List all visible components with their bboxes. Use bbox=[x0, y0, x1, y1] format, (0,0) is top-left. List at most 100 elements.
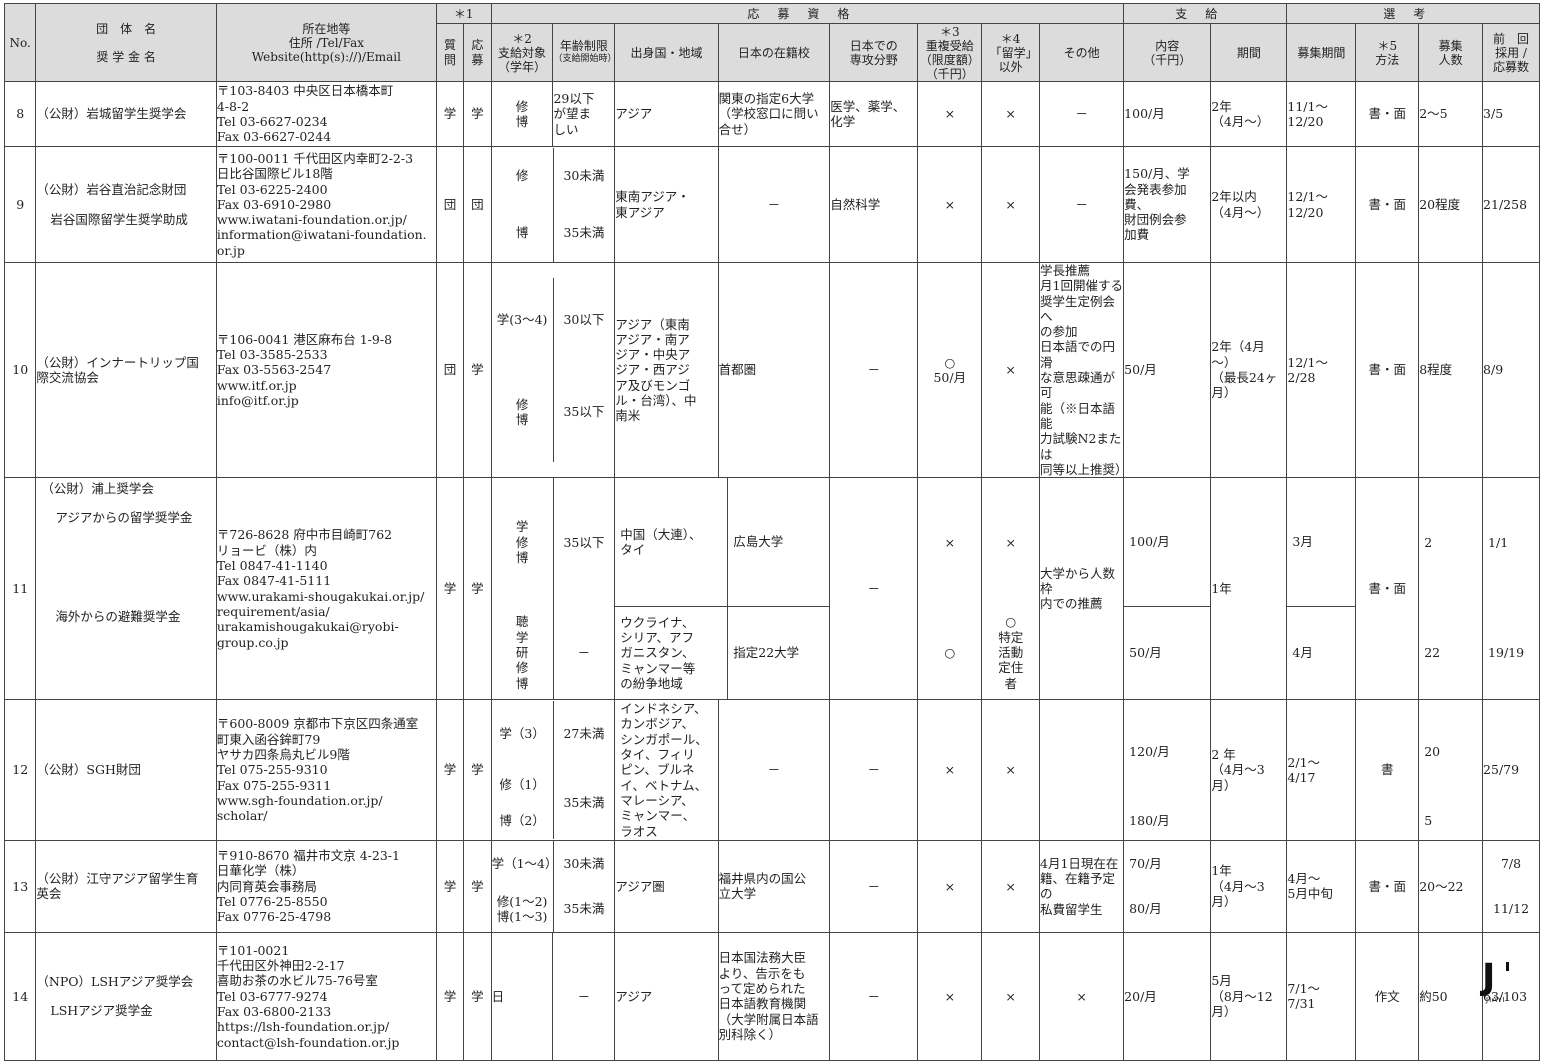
method-cell: 書・面 bbox=[1355, 477, 1420, 701]
amount-table: 100/月 50/月 bbox=[1124, 479, 1210, 699]
apply-cell: 学 bbox=[463, 699, 492, 841]
header-major: 日本での専攻分野 bbox=[829, 23, 919, 82]
amount-cell: 50/月 bbox=[1123, 261, 1212, 479]
method-cell: 作文 bbox=[1355, 931, 1420, 1061]
scholarship-name: 海外からの避難奨学金 bbox=[55, 609, 181, 625]
amount-cell: 150/月、学 会発表参加 費、 財団例会参 加費 bbox=[1123, 146, 1212, 263]
period-cell: 1年 （4月～3 月） bbox=[1210, 839, 1288, 933]
header-major-label: 日本での専攻分野 bbox=[849, 38, 898, 67]
origin-cell: アジア（東南 アジア・南ア ジア・中央ア ジア・西アジ ア及びモンゴ ル・台湾）… bbox=[614, 261, 719, 479]
target-age-table: 修 30未満 博 35未満 bbox=[492, 147, 614, 262]
address-line: Fax 03-6627-0244 bbox=[216, 129, 332, 145]
target-cell: 博（2） bbox=[492, 802, 554, 839]
origin-cell: アジア bbox=[614, 931, 719, 1061]
table-row: 9 （公財）岩谷直治記念財団 岩谷国際留学生奨学助成 〒100-0011 千代田… bbox=[3, 146, 1540, 263]
apply-cell: 学 bbox=[463, 839, 492, 933]
period-cell: 2年以内 （4月～） bbox=[1210, 146, 1288, 263]
major-cell: 医学、薬学、 化学 bbox=[829, 81, 919, 147]
table-row: 13 （公財）江守アジア留学生育 英会 〒910-8670 福井市文京 4-23… bbox=[3, 839, 1540, 933]
target-age-split: 学（1～4） 30未満 修(1～2) 博(1～3) 35未満 bbox=[490, 839, 616, 933]
dup-cell: × bbox=[918, 478, 983, 607]
scholarship-name: アジアからの留学奨学金 bbox=[55, 510, 193, 526]
org-name: （NPO）LSHアジア奨学会 bbox=[36, 974, 194, 990]
address-line: requirement/asia/ bbox=[216, 603, 330, 619]
prev-cell: 7/8 bbox=[1500, 855, 1522, 871]
row-number: 13 bbox=[3, 839, 37, 933]
prev-split: 1/1 19/19 bbox=[1482, 477, 1540, 701]
number-cell: 20 bbox=[1424, 744, 1441, 760]
header-age: 年齢制限 （支給開始時） bbox=[552, 23, 616, 82]
org-name: （公財）浦上奨学会 bbox=[41, 481, 154, 497]
row-number: 14 bbox=[3, 931, 37, 1061]
header-visa-star: ＊4 bbox=[1000, 31, 1021, 46]
recruit-cell: 4月～ 5月中旬 bbox=[1286, 839, 1357, 933]
major-cell: － bbox=[829, 477, 919, 701]
prev-cell: 1/1 bbox=[1488, 534, 1509, 550]
apply-cell: 団 bbox=[463, 146, 492, 263]
age-cell: 35以下 bbox=[563, 404, 605, 420]
prev-table: 1/1 19/19 bbox=[1484, 479, 1539, 699]
org-name: （公財）SGH財団 bbox=[35, 699, 217, 841]
school-cell: － bbox=[717, 699, 831, 841]
origin-cell: ウクライナ、 シリア、アフ ガニスタン、 ミャンマー等 の紛争地域 bbox=[615, 605, 729, 699]
org-cell: （公財）岩谷直治記念財団 岩谷国際留学生奨学助成 bbox=[35, 146, 217, 263]
number-table: 2 22 bbox=[1420, 479, 1482, 699]
period-cell: 5月 （8月～12月） bbox=[1210, 931, 1288, 1061]
major-cell: － bbox=[829, 699, 919, 841]
header-visa-label: 「留学」以外 bbox=[989, 45, 1032, 74]
other-cell: × bbox=[1039, 931, 1125, 1061]
origin-school-split: 中国（大連）、 タイ 広島大学 ウクライナ、 シリア、アフ ガニスタン、 ミャン… bbox=[614, 477, 831, 701]
header-age-sub: （支給開始時） bbox=[553, 54, 615, 64]
number-cell: 5 bbox=[1424, 813, 1433, 829]
other-cell bbox=[1039, 699, 1125, 841]
school-cell: － bbox=[717, 146, 831, 263]
header-recruit-period: 募集期間 bbox=[1286, 23, 1357, 82]
prev-cell: 19/19 bbox=[1488, 645, 1525, 660]
target-cell: 修（1） bbox=[492, 766, 554, 803]
inquiry-cell: 団 bbox=[435, 146, 465, 263]
number-cell: 約50 bbox=[1418, 931, 1484, 1061]
header-prev-2: 採用 / bbox=[1495, 45, 1527, 60]
header-group-select: 選考 bbox=[1286, 3, 1540, 24]
dup-cell: ○ 50/月 bbox=[917, 261, 983, 479]
address-line: Tel 03-6627-0234 bbox=[216, 114, 328, 129]
header-period: 期間 bbox=[1210, 23, 1288, 82]
amount-table: 120/月 180/月 bbox=[1125, 701, 1210, 839]
header-dup-unit: （千円） bbox=[925, 66, 974, 81]
target-cell: 学(3～4) bbox=[492, 278, 554, 363]
address-line: 〒100-0011 千代田区内幸町2-2-3 bbox=[216, 150, 414, 166]
address-line: 内同育英会事務局 bbox=[216, 878, 317, 894]
address-line: Fax 03-5563-2547 bbox=[216, 362, 332, 378]
address-line: info@itf.or.jp bbox=[216, 393, 299, 409]
amount-split: 70/月 80/月 bbox=[1123, 839, 1212, 933]
target-cell: 修 博 bbox=[490, 81, 554, 147]
prev-cell: 11/12 bbox=[1493, 901, 1530, 917]
dup-cell: ○ bbox=[918, 606, 983, 699]
target-cell: 学 修 博 bbox=[492, 478, 554, 607]
recruit-cell: 7/1～ 7/31 bbox=[1286, 931, 1357, 1061]
amount-cell: 100/月 bbox=[1123, 81, 1212, 147]
row-number: 9 bbox=[3, 146, 37, 263]
recruit-cell: 12/1～ 12/20 bbox=[1286, 146, 1357, 263]
dup-cell: × bbox=[917, 81, 983, 147]
org-cell: （NPO）LSHアジア奨学会 LSHアジア奨学金 bbox=[35, 931, 217, 1061]
age-cell: 35未満 bbox=[563, 225, 605, 241]
visa-cell: × bbox=[981, 81, 1041, 147]
address-line: 〒910-8670 福井市文京 4-23-1 bbox=[216, 848, 400, 864]
header-target-year: （学年） bbox=[498, 59, 547, 74]
target-age-table: 学 修 博 35以下 聴 学 研 修 博 － bbox=[492, 478, 614, 699]
target-age-split: 修 30未満 博 35未満 bbox=[490, 146, 616, 263]
header-inquiry: 質問 bbox=[435, 23, 465, 82]
period-cell: 2 年 （4月～3 月） bbox=[1210, 699, 1288, 841]
prev-cell: 25/79 bbox=[1482, 699, 1540, 841]
header-group-apply: 応募資格 bbox=[490, 3, 1125, 24]
header-no: No. bbox=[3, 3, 37, 82]
address-line: contact@lsh-foundation.or.jp bbox=[216, 1034, 400, 1050]
inquiry-cell: 学 bbox=[435, 81, 465, 147]
address-line: 〒600-8009 京都市下京区四条通室 bbox=[216, 716, 419, 732]
target-age-table: 学（1～4） 30未満 修(1～2) 博(1～3) 35未満 bbox=[492, 841, 614, 932]
prev-cell: 8/9 bbox=[1482, 261, 1540, 479]
org-name: （公財）インナートリップ国 際交流協会 bbox=[35, 261, 217, 479]
address-line: Fax 0847-41-5111 bbox=[216, 573, 332, 589]
